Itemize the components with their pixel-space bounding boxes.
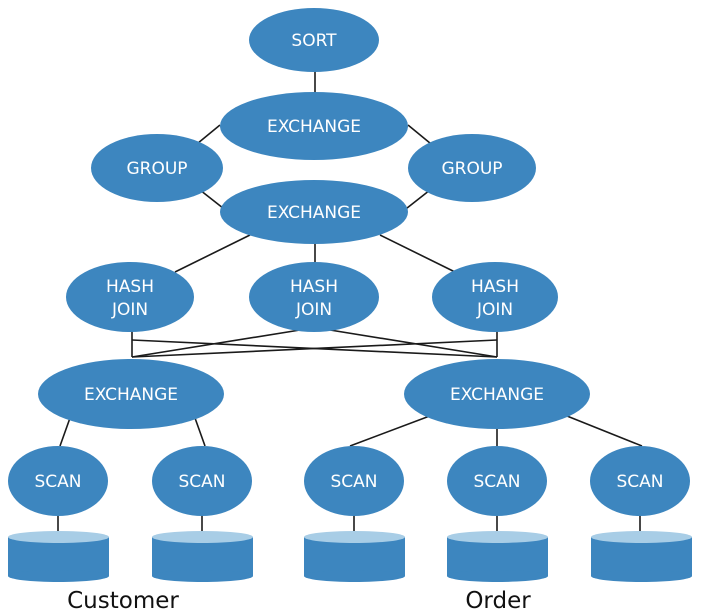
order-table-label: Order — [465, 588, 531, 614]
disk-1-icon — [8, 531, 109, 582]
scan-5-node: SCAN — [590, 446, 690, 516]
exchange-top-label: EXCHANGE — [267, 117, 361, 137]
edges — [57, 70, 643, 532]
hash-join-1-line2: JOIN — [111, 300, 148, 320]
scan-1-label: SCAN — [34, 472, 81, 492]
hash-join-1-node: HASH JOIN — [66, 262, 194, 332]
exchange-mid-node: EXCHANGE — [220, 180, 408, 244]
disk-3-icon — [304, 531, 405, 582]
hash-join-2-node: HASH JOIN — [249, 262, 379, 332]
edge-join-3-cross — [131, 339, 498, 358]
hash-join-3-line2: JOIN — [476, 300, 513, 320]
scan-4-node: SCAN — [447, 446, 547, 516]
scan-3-label: SCAN — [330, 472, 377, 492]
exchange-customer-label: EXCHANGE — [84, 385, 178, 405]
customer-table-label: Customer — [67, 588, 179, 614]
exchange-top-node: EXCHANGE — [220, 92, 408, 160]
scan-5-label: SCAN — [616, 472, 663, 492]
hash-join-2-line1: HASH — [290, 277, 338, 297]
edge-exchange-customer-scan-1 — [59, 417, 71, 447]
scan-2-label: SCAN — [178, 472, 225, 492]
disk-2-icon — [152, 531, 253, 582]
sort-node: SORT — [249, 8, 379, 72]
edge-exchange-customer-scan-2 — [194, 417, 206, 447]
hash-join-2-line2: JOIN — [295, 300, 332, 320]
hash-join-3-line1: HASH — [471, 277, 519, 297]
edge-exchange-join-3 — [379, 234, 456, 273]
hash-join-3-node: HASH JOIN — [432, 262, 558, 332]
edge-exchange-order-scan-5 — [561, 413, 643, 447]
disk-5-icon — [591, 531, 692, 582]
scan-4-label: SCAN — [473, 472, 520, 492]
scan-1-node: SCAN — [8, 446, 108, 516]
group-right-node: GROUP — [408, 134, 536, 202]
exchange-order-label: EXCHANGE — [450, 385, 544, 405]
scan-2-node: SCAN — [152, 446, 252, 516]
edge-exchange-order-scan-3 — [349, 413, 436, 447]
disk-4-icon — [447, 531, 548, 582]
group-left-label: GROUP — [126, 159, 187, 179]
edge-exchange-join-1 — [174, 234, 251, 273]
exchange-order-node: EXCHANGE — [404, 359, 590, 429]
exchange-customer-node: EXCHANGE — [38, 359, 224, 429]
group-right-label: GROUP — [441, 159, 502, 179]
hash-join-1-line1: HASH — [106, 277, 154, 297]
group-left-node: GROUP — [91, 134, 223, 202]
edge-join-2-left — [131, 329, 301, 358]
sort-label: SORT — [291, 31, 337, 51]
edge-join-2-right — [329, 329, 498, 358]
exchange-mid-label: EXCHANGE — [267, 203, 361, 223]
scan-3-node: SCAN — [304, 446, 404, 516]
